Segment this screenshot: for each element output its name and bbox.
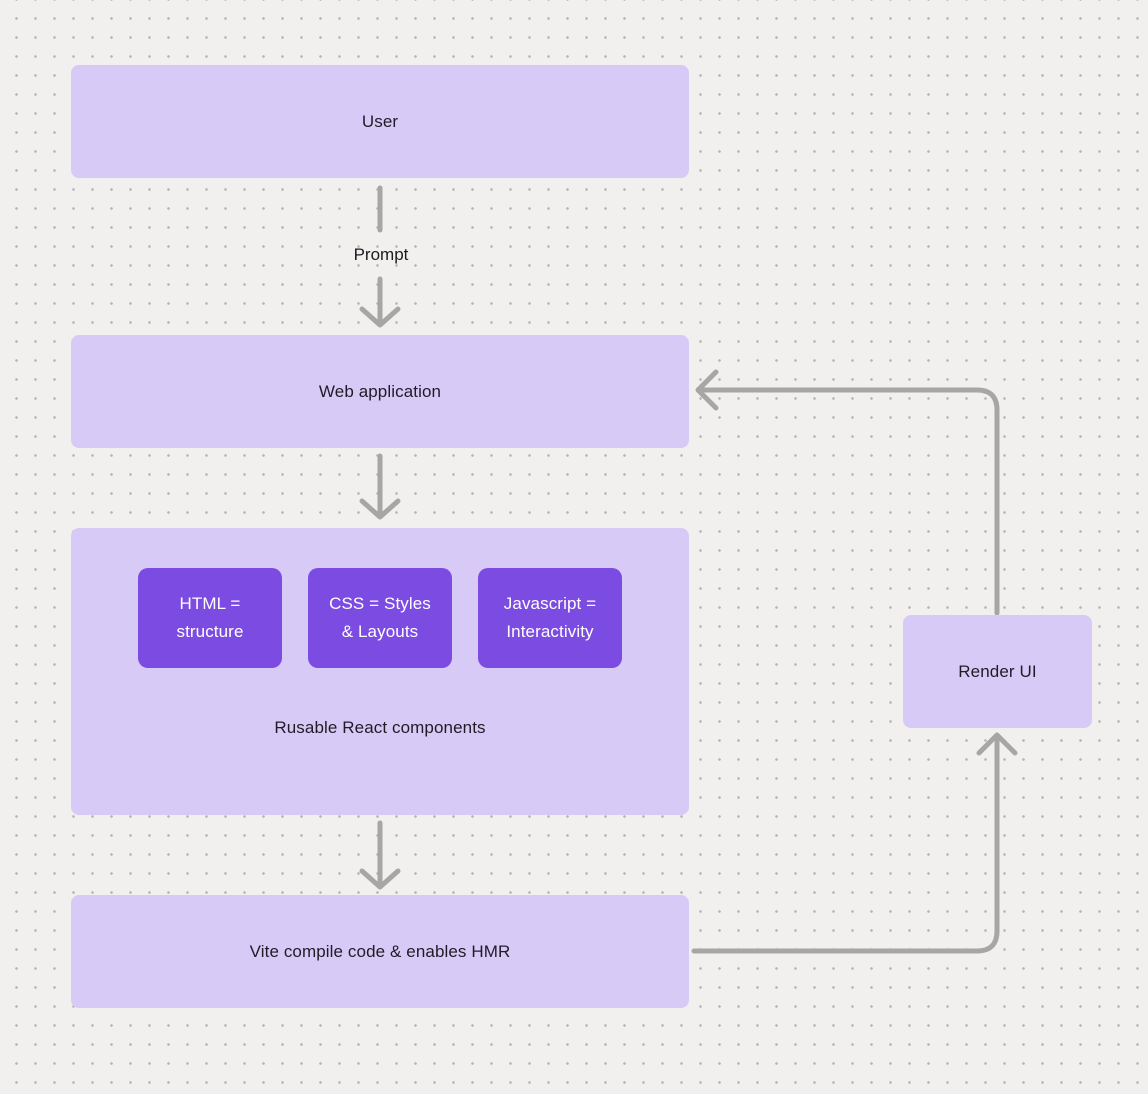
node-vite[interactable]: Vite compile code & enables HMR [71, 895, 689, 1008]
node-render-ui[interactable]: Render UI [903, 615, 1092, 728]
node-render-ui-label: Render UI [958, 661, 1037, 681]
arrowhead-left-webapp [695, 369, 719, 411]
node-user[interactable]: User [71, 65, 689, 178]
node-html-structure-label: HTML = structure [176, 593, 244, 641]
node-javascript-interactivity-label: Javascript = Interactivity [503, 593, 597, 641]
node-user-label: User [361, 111, 399, 131]
arrowhead-down-webapp-components [359, 498, 401, 520]
node-html-structure[interactable]: HTML = structure [138, 568, 282, 668]
edge-renderui-webapp [697, 387, 1000, 616]
node-web-application-label: Web application [318, 381, 442, 401]
node-web-application[interactable]: Web application [71, 335, 689, 448]
node-css-styles-label: CSS = Styles & Layouts [329, 593, 431, 641]
components-group-label: Rusable React components [274, 718, 486, 737]
node-css-styles[interactable]: CSS = Styles & Layouts [308, 568, 452, 668]
arrowhead-down-components-vite [359, 868, 401, 890]
arrowhead-down-user-webapp [359, 306, 401, 328]
arrowhead-up-renderui [976, 732, 1018, 756]
node-javascript-interactivity[interactable]: Javascript = Interactivity [478, 568, 622, 668]
node-vite-label: Vite compile code & enables HMR [249, 941, 511, 961]
node-components-group[interactable]: HTML = structure CSS = Styles & Layouts … [71, 528, 689, 815]
edge-label-prompt: Prompt [353, 245, 409, 264]
edge-vite-renderui [691, 734, 1000, 954]
